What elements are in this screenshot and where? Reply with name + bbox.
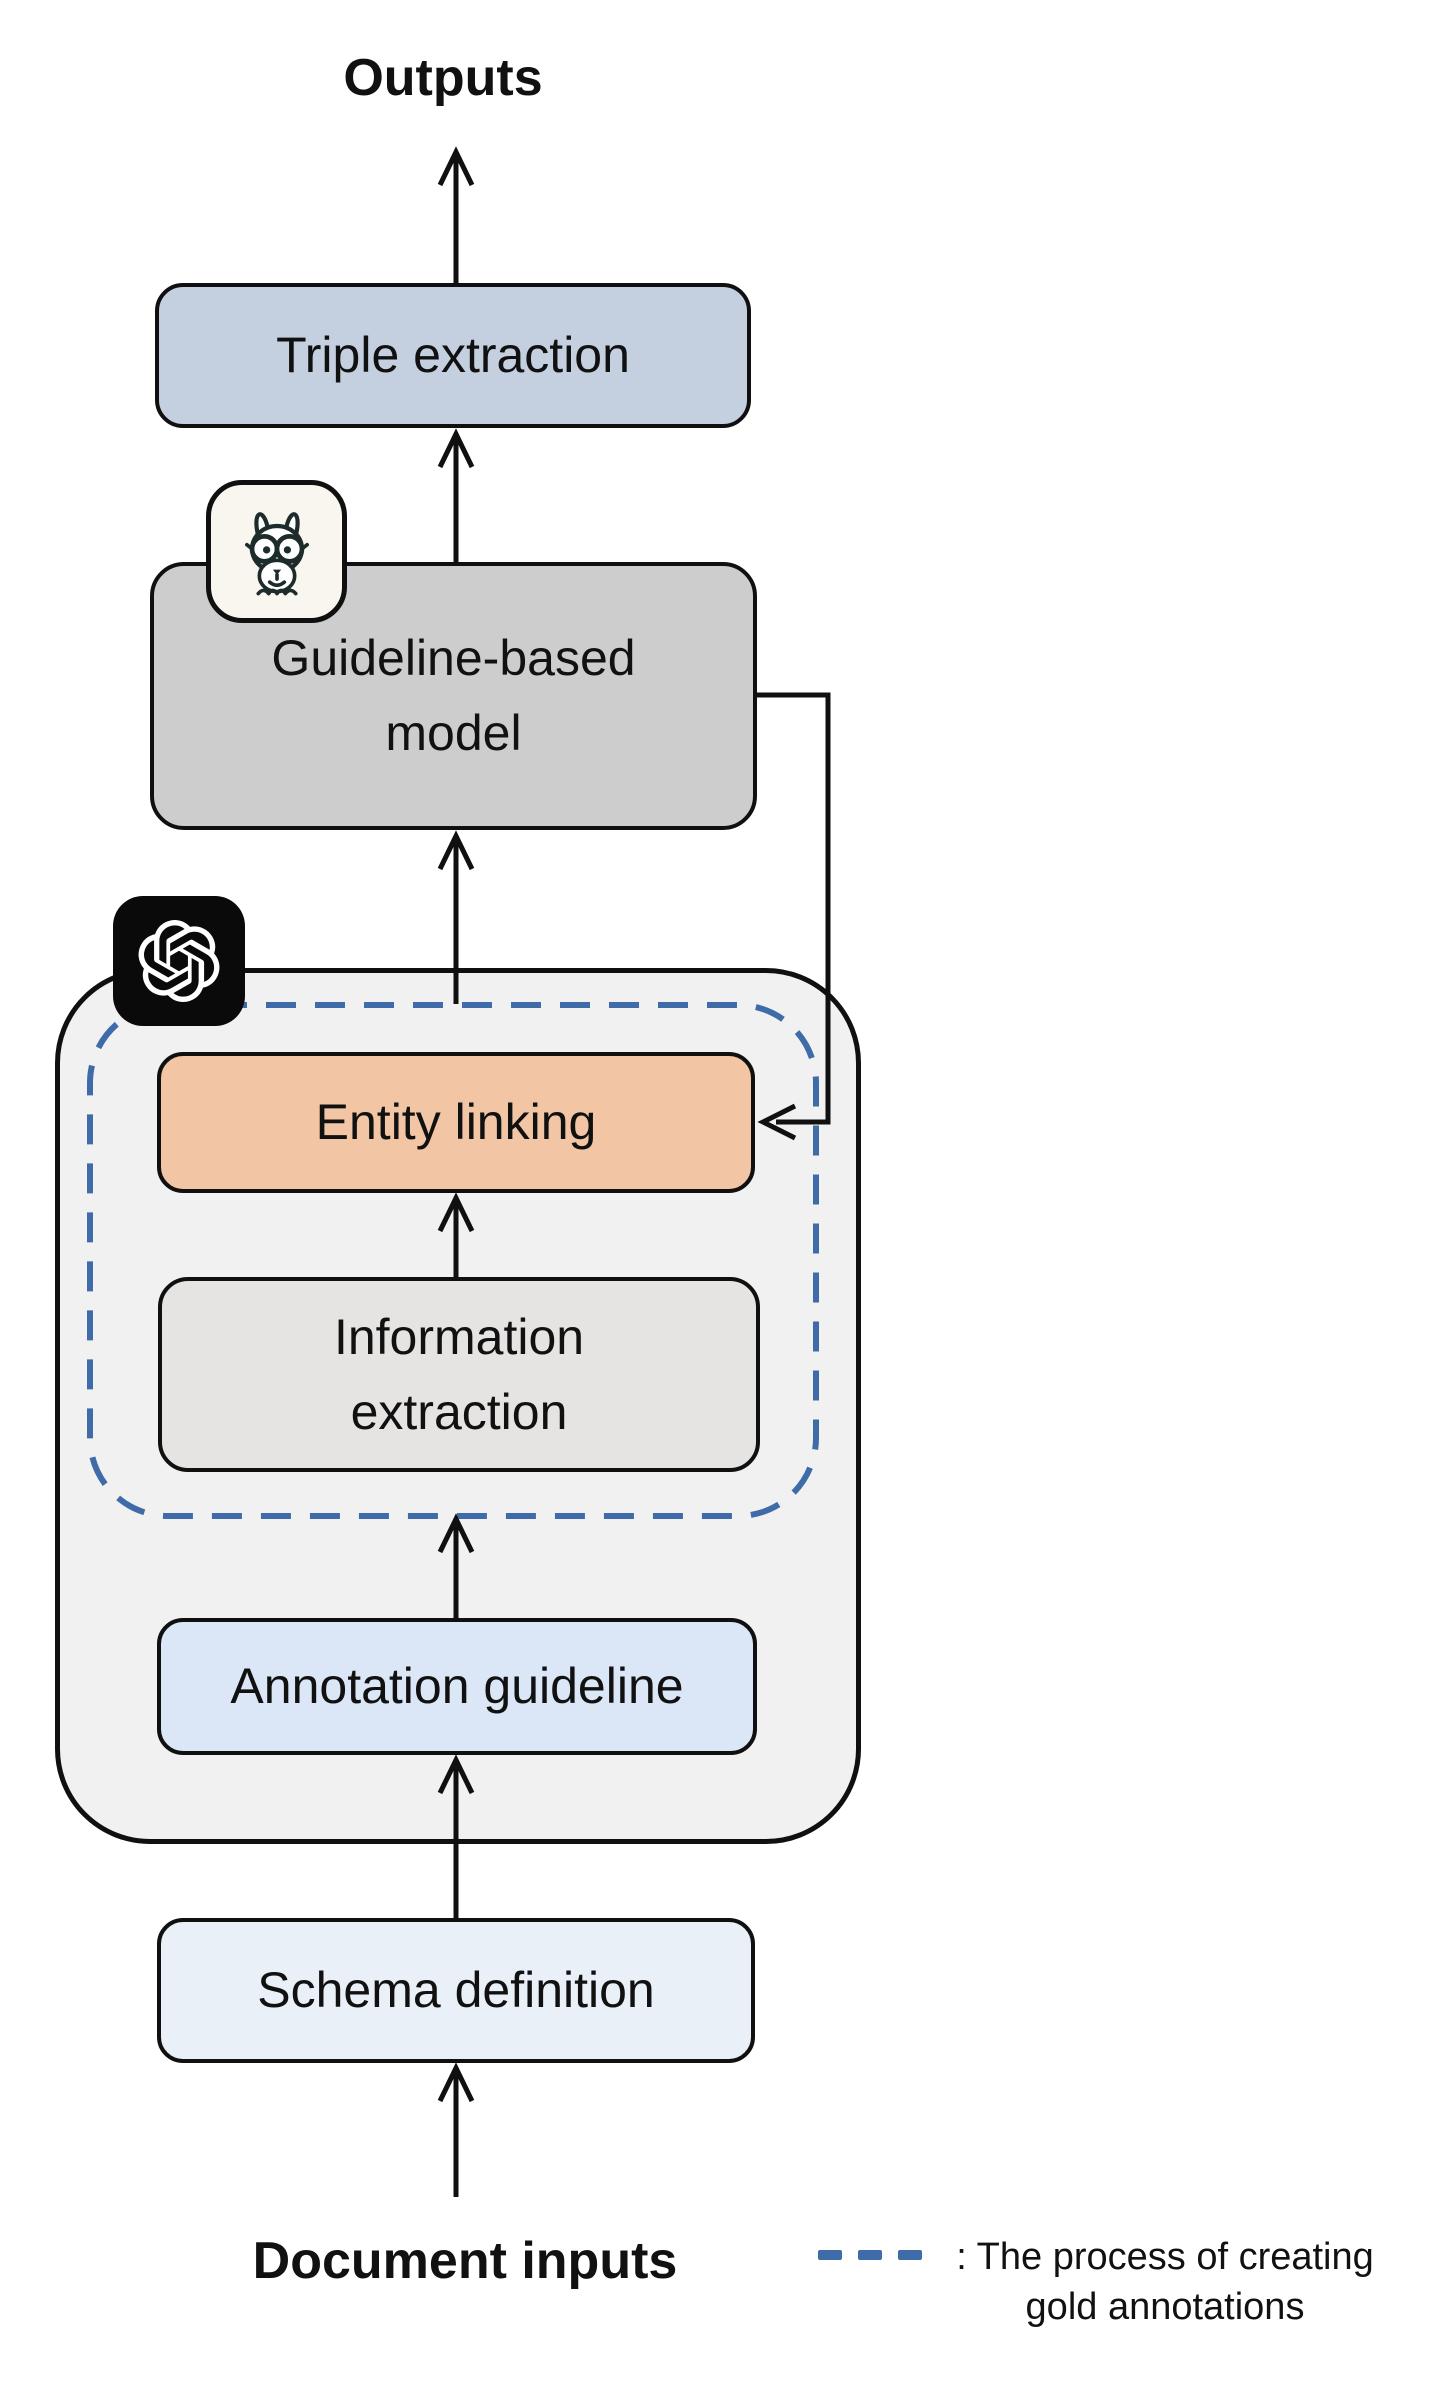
schema-definition-box: Schema definition: [157, 1918, 755, 2063]
arrow-inputs-to-sd: [437, 2062, 475, 2197]
entity-linking-box: Entity linking: [157, 1052, 755, 1193]
llama-icon: [206, 480, 347, 623]
arrow-model-to-triple: [437, 428, 475, 562]
legend-line-2: gold annotations: [1025, 2286, 1305, 2328]
outputs-label: Outputs: [343, 49, 543, 107]
legend-dash-icon: [818, 2250, 922, 2260]
openai-icon: [113, 896, 245, 1026]
annotation-guideline-label: Annotation guideline: [230, 1658, 684, 1714]
triple-extraction-label: Triple extraction: [276, 327, 630, 383]
guideline-based-model-label: Guideline-based model: [271, 630, 636, 761]
annotation-guideline-box: Annotation guideline: [157, 1618, 757, 1755]
information-extraction-box: Information extraction: [158, 1277, 760, 1472]
legend-line-1: : The process of creating: [956, 2236, 1374, 2278]
triple-extraction-box: Triple extraction: [155, 283, 751, 428]
entity-linking-label: Entity linking: [315, 1094, 597, 1150]
information-extraction-label: Information extraction: [333, 1308, 585, 1440]
document-inputs-label: Document inputs: [252, 2232, 678, 2290]
legend-text: : The process of creating gold annotatio…: [915, 2232, 1415, 2332]
schema-definition-label: Schema definition: [257, 1962, 655, 2018]
arrow-to-outputs: [437, 146, 475, 283]
